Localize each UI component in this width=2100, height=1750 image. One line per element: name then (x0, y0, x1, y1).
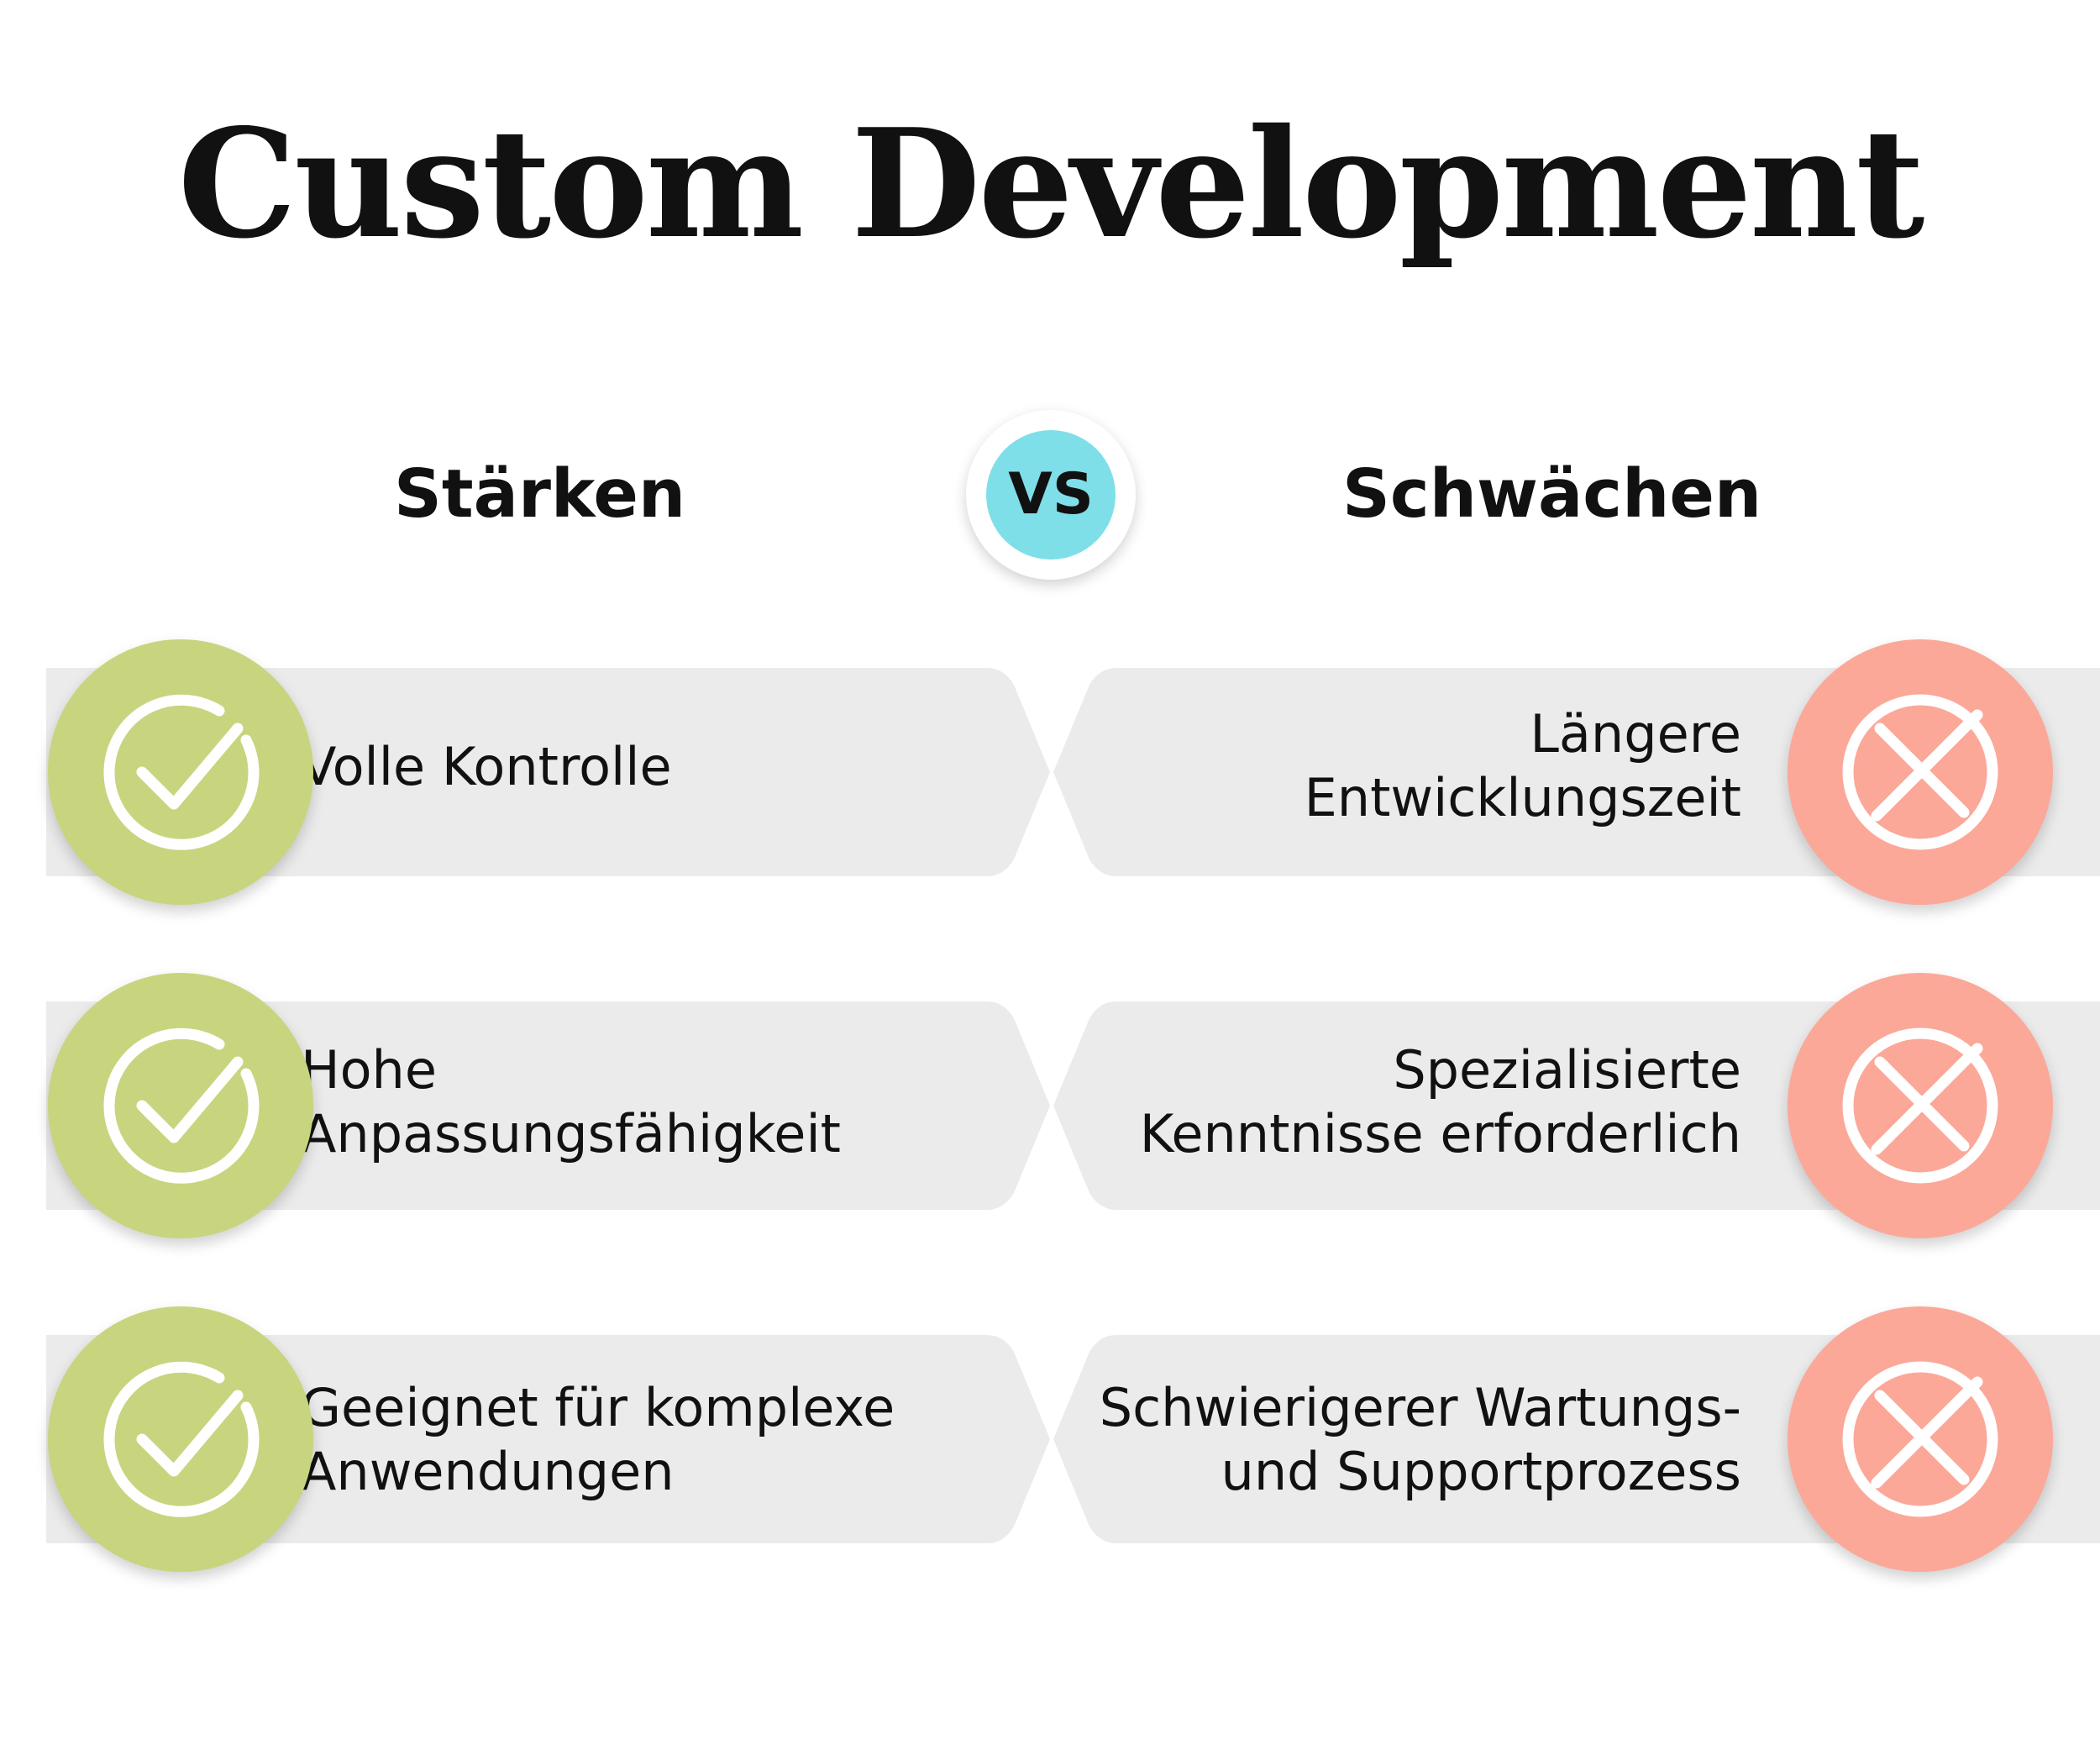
cross-badge (1788, 639, 2053, 905)
check-badge (48, 639, 313, 905)
strengths-heading: Stärken (394, 455, 686, 533)
weakness-text: Spezialisierte Kenntnisse erforderlich (1139, 1039, 1741, 1164)
weakness-text: Schwierigerer Wartungs- und Supportproze… (1099, 1377, 1741, 1502)
weaknesses-heading: Schwächen (1342, 455, 1762, 533)
cross-badge (1788, 973, 2053, 1238)
x-circle-icon (1842, 694, 1998, 850)
weakness-text: Längere Entwicklungszeit (1304, 703, 1741, 828)
check-badge (48, 973, 313, 1238)
vs-label: VS (986, 430, 1116, 560)
x-circle-icon (1842, 1361, 1998, 1517)
cross-badge (1788, 1306, 2053, 1572)
check-circle-icon (103, 1027, 260, 1184)
strength-text: Hohe Anpassungsfähigkeit (301, 1039, 841, 1164)
strength-text: Geeignet für komplexe Anwendungen (301, 1377, 895, 1502)
vs-badge: VS (966, 410, 1136, 580)
strength-text: Volle Kontrolle (301, 736, 672, 797)
page-title: Custom Development (177, 96, 1925, 271)
x-circle-icon (1842, 1027, 1998, 1184)
check-circle-icon (103, 1361, 260, 1517)
check-circle-icon (103, 694, 260, 850)
check-badge (48, 1306, 313, 1572)
